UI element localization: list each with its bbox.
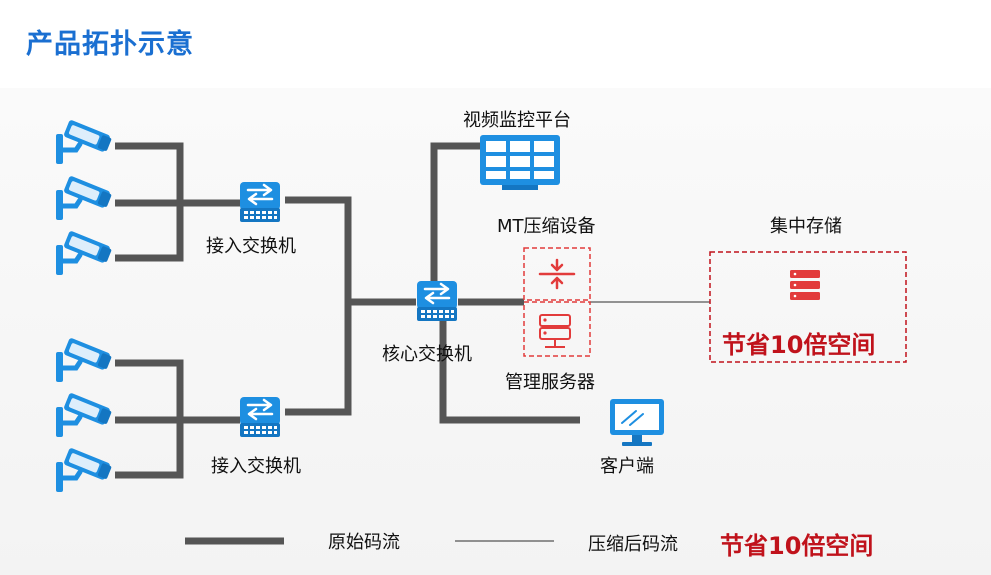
mt-compress-box — [523, 247, 591, 301]
camera-icon — [56, 119, 113, 164]
storage-savings-text: 节省10倍空间 — [722, 331, 876, 359]
server-icon — [539, 314, 571, 348]
switch-icon — [238, 395, 282, 439]
access-switch-label: 接入交换机 — [211, 456, 301, 477]
camera-icon — [56, 175, 113, 220]
client-label: 客户端 — [600, 456, 654, 477]
core-switch-label: 核心交换机 — [382, 344, 472, 365]
raw-stream-wires — [115, 142, 580, 479]
legend-compressed-label: 压缩后码流 — [588, 534, 678, 555]
camera-icon — [56, 230, 113, 275]
camera-icon — [56, 392, 113, 437]
camera-icon — [56, 447, 113, 492]
central-storage-box — [709, 251, 907, 363]
storage-icon — [790, 270, 820, 300]
desktop-icon — [610, 399, 664, 446]
switch-icon — [415, 279, 459, 323]
mgmt-server-box — [523, 301, 591, 357]
compress-icon — [538, 258, 576, 290]
page-title: 产品拓扑示意 — [26, 29, 194, 60]
legend-savings-text: 节省10倍空间 — [720, 532, 874, 560]
switch-icon — [238, 180, 282, 224]
mt-compress-label: MT压缩设备 — [497, 216, 596, 237]
video-wall-icon — [480, 135, 560, 190]
video-platform-label: 视频监控平台 — [463, 110, 571, 131]
access-switch-label: 接入交换机 — [206, 236, 296, 257]
camera-icon — [56, 337, 113, 382]
central-storage-label: 集中存储 — [770, 216, 842, 237]
mgmt-server-label: 管理服务器 — [505, 372, 595, 393]
legend-raw-label: 原始码流 — [328, 532, 400, 553]
